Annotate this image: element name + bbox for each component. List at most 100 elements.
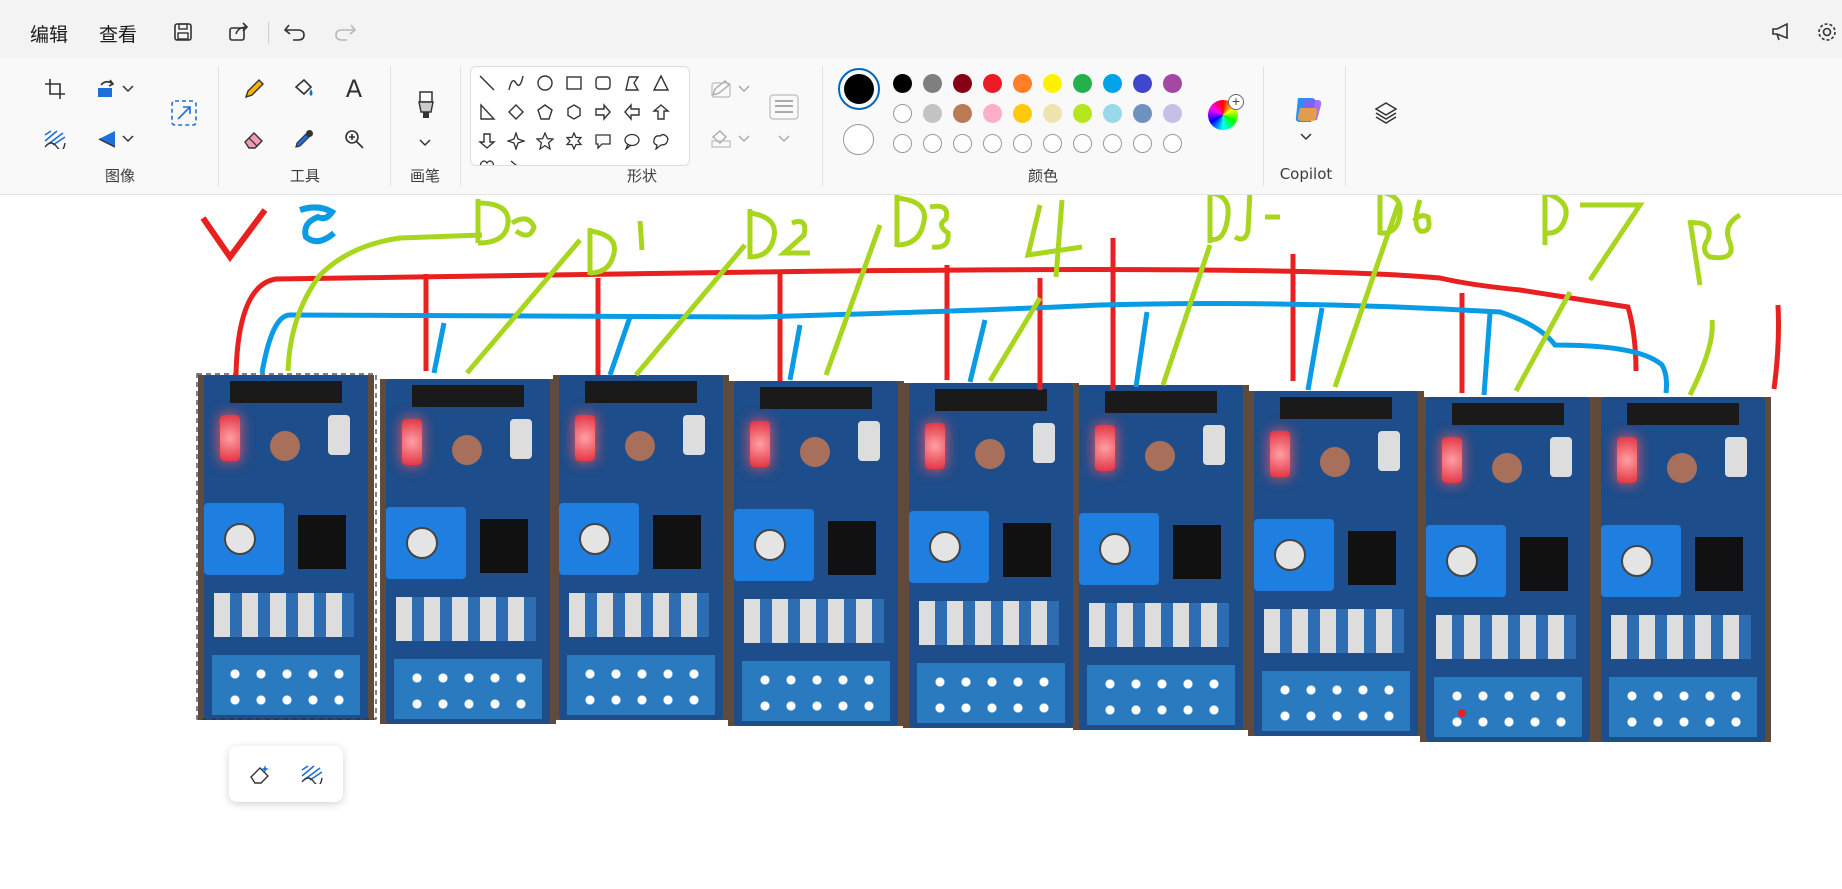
outline-dropdown-chevron-icon[interactable]: [734, 72, 754, 106]
signal-line-d2: [634, 243, 747, 377]
primary-color-selector[interactable]: [838, 68, 880, 110]
pentagon-shape-icon[interactable]: [533, 100, 557, 124]
color-swatch[interactable]: [893, 104, 912, 123]
color-swatch[interactable]: [1133, 104, 1152, 123]
share-icon[interactable]: [225, 18, 253, 46]
copilot-dropdown-chevron-icon[interactable]: [1296, 120, 1316, 154]
oval-shape-icon[interactable]: [533, 71, 557, 95]
custom-color-slot[interactable]: [1103, 134, 1122, 153]
color-swatch[interactable]: [923, 104, 942, 123]
cloud-callout-shape-icon[interactable]: [649, 129, 673, 153]
ribbon: 图像 A 工具 画笔: [0, 58, 1842, 195]
right-arrow-shape-icon[interactable]: [591, 100, 615, 124]
menu-bar: 编辑 查看: [0, 0, 1842, 58]
custom-color-slot[interactable]: [1043, 134, 1062, 153]
color-swatch[interactable]: [953, 74, 972, 93]
left-arrow-shape-icon[interactable]: [620, 100, 644, 124]
color-swatch[interactable]: [1163, 74, 1182, 93]
polygon-shape-icon[interactable]: [620, 71, 644, 95]
custom-color-slot[interactable]: [1133, 134, 1152, 153]
line-shape-icon[interactable]: [475, 71, 499, 95]
color-swatch[interactable]: [1103, 104, 1122, 123]
five-point-star-shape-icon[interactable]: [533, 129, 557, 153]
copilot-icon[interactable]: [1287, 90, 1327, 130]
curve-shape-icon[interactable]: [504, 71, 528, 95]
signal-line-d4: [987, 296, 1043, 383]
text-tool-icon[interactable]: A: [345, 75, 363, 103]
color-picker-icon[interactable]: [287, 122, 321, 156]
color-swatch[interactable]: [1013, 74, 1032, 93]
color-swatch[interactable]: [1073, 74, 1092, 93]
color-swatch[interactable]: [1043, 74, 1062, 93]
menu-edit[interactable]: 编辑: [30, 24, 69, 46]
rounded-rectangle-shape-icon[interactable]: [591, 71, 615, 95]
undo-icon[interactable]: [281, 18, 309, 46]
color-swatch[interactable]: [1073, 104, 1092, 123]
remove-background-mini-icon[interactable]: [295, 757, 329, 791]
custom-color-slot[interactable]: [1163, 134, 1182, 153]
layers-icon[interactable]: [1369, 96, 1403, 130]
fill-bucket-icon[interactable]: [287, 72, 321, 106]
feedback-icon[interactable]: [1767, 18, 1795, 46]
settings-gear-icon[interactable]: [1813, 18, 1841, 46]
remove-background-icon[interactable]: [38, 122, 72, 156]
edit-colors-icon[interactable]: +: [1208, 94, 1244, 130]
custom-color-slot[interactable]: [923, 134, 942, 153]
crop-icon[interactable]: [38, 72, 72, 106]
triangle-shape-icon[interactable]: [649, 71, 673, 95]
flip-dropdown-chevron-icon[interactable]: [118, 122, 138, 156]
size-dropdown-chevron-icon[interactable]: [774, 122, 794, 156]
secondary-color-swatch[interactable]: [843, 124, 874, 155]
menu-view[interactable]: 查看: [99, 24, 138, 46]
eraser-icon[interactable]: [237, 122, 271, 156]
right-triangle-shape-icon[interactable]: [475, 100, 499, 124]
heart-shape-icon[interactable]: [475, 155, 499, 165]
magnifier-icon[interactable]: [337, 122, 371, 156]
custom-color-slot[interactable]: [983, 134, 1002, 153]
four-point-star-shape-icon[interactable]: [504, 129, 528, 153]
custom-color-slot[interactable]: [953, 134, 972, 153]
selection-floating-toolbar: [229, 746, 343, 802]
up-arrow-shape-icon[interactable]: [649, 100, 673, 124]
rotate-icon[interactable]: [90, 72, 124, 106]
shape-fill-icon[interactable]: [704, 122, 738, 156]
shape-outline-icon[interactable]: [704, 72, 738, 106]
add-color-plus-icon: +: [1228, 94, 1244, 110]
stroke-size-icon[interactable]: [767, 90, 801, 124]
fill-dropdown-chevron-icon[interactable]: [734, 122, 754, 156]
brush-dropdown-chevron-icon[interactable]: [415, 126, 435, 160]
custom-color-slot[interactable]: [1073, 134, 1092, 153]
color-swatch[interactable]: [953, 104, 972, 123]
hexagon-shape-icon[interactable]: [562, 100, 586, 124]
color-swatch[interactable]: [893, 74, 912, 93]
resize-image-icon[interactable]: [167, 96, 201, 130]
pencil-icon[interactable]: [237, 72, 271, 106]
redo-icon[interactable]: [331, 18, 359, 46]
group-label-copilot: Copilot: [1279, 165, 1333, 183]
down-arrow-shape-icon[interactable]: [475, 129, 499, 153]
color-swatch[interactable]: [1133, 74, 1152, 93]
lightning-shape-icon[interactable]: [504, 155, 528, 165]
group-label-brushes: 画笔: [409, 167, 440, 185]
color-swatch[interactable]: [1163, 104, 1182, 123]
six-point-star-shape-icon[interactable]: [562, 129, 586, 153]
rect-callout-shape-icon[interactable]: [591, 129, 615, 153]
generative-erase-icon[interactable]: [243, 757, 277, 791]
custom-color-slot[interactable]: [893, 134, 912, 153]
oval-callout-shape-icon[interactable]: [620, 129, 644, 153]
diamond-shape-icon[interactable]: [504, 100, 528, 124]
brush-icon[interactable]: [409, 88, 443, 122]
color-swatch[interactable]: [1103, 74, 1122, 93]
ribbon-separator: [822, 66, 823, 186]
custom-color-slot[interactable]: [1013, 134, 1032, 153]
rotate-dropdown-chevron-icon[interactable]: [118, 72, 138, 106]
save-icon[interactable]: [169, 18, 197, 46]
flip-icon[interactable]: [90, 122, 124, 156]
group-label-tools: 工具: [289, 167, 320, 185]
color-swatch[interactable]: [1043, 104, 1062, 123]
color-swatch[interactable]: [983, 74, 1002, 93]
color-swatch[interactable]: [983, 104, 1002, 123]
rectangle-shape-icon[interactable]: [562, 71, 586, 95]
color-swatch[interactable]: [923, 74, 942, 93]
color-swatch[interactable]: [1013, 104, 1032, 123]
